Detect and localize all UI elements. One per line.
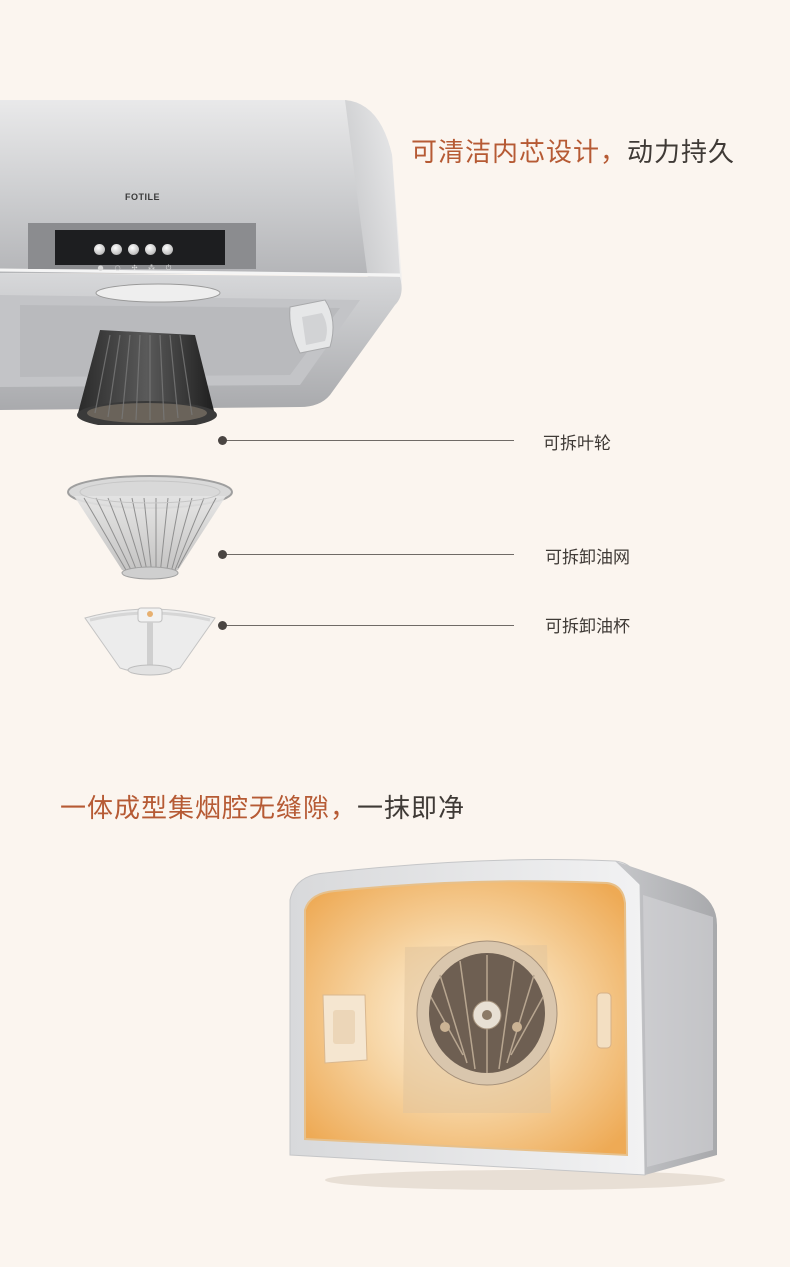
control-button bbox=[128, 244, 139, 255]
callout-dot-oil-cup bbox=[218, 621, 227, 630]
headline-dark: 一抹即净 bbox=[357, 794, 466, 824]
oil-filter-mesh-image bbox=[60, 470, 240, 585]
light-icon: ● bbox=[97, 264, 104, 272]
timer-icon: ○ bbox=[114, 264, 121, 272]
callout-line-oil-cup bbox=[222, 625, 514, 626]
hood-control-icons: ● ○ ✣ ⁂ ⏻ bbox=[92, 255, 177, 274]
control-button bbox=[162, 244, 173, 255]
range-hood-image bbox=[0, 95, 410, 429]
brand-logo: FOTILE bbox=[125, 192, 160, 202]
callout-label-impeller: 可拆叶轮 bbox=[543, 434, 611, 454]
headline-clean-core: 可清洁内芯设计，动力持久 bbox=[411, 132, 735, 169]
headline-dark: 动力持久 bbox=[627, 138, 736, 168]
headline-accent: 可清洁内芯设计， bbox=[411, 138, 628, 168]
control-button bbox=[145, 244, 156, 255]
callout-line-oil-filter bbox=[222, 554, 514, 555]
control-button bbox=[94, 244, 105, 255]
callout-dot-oil-filter bbox=[218, 550, 227, 559]
control-button bbox=[111, 244, 122, 255]
fan-low-icon: ✣ bbox=[131, 264, 138, 272]
hood-control-buttons bbox=[94, 240, 179, 259]
power-icon: ⏻ bbox=[165, 264, 172, 272]
oil-cup-image bbox=[80, 600, 220, 680]
callout-label-oil-filter: 可拆卸油网 bbox=[545, 548, 630, 568]
fan-high-icon: ⁂ bbox=[148, 264, 155, 272]
callout-dot-impeller bbox=[218, 436, 227, 445]
callout-label-oil-cup: 可拆卸油杯 bbox=[545, 617, 630, 637]
headline-accent: 一体成型集烟腔无缝隙， bbox=[60, 794, 358, 824]
headline-seamless-cavity: 一体成型集烟腔无缝隙，一抹即净 bbox=[60, 788, 465, 825]
callout-line-impeller bbox=[222, 440, 514, 441]
smoke-cavity-image bbox=[285, 855, 725, 1195]
